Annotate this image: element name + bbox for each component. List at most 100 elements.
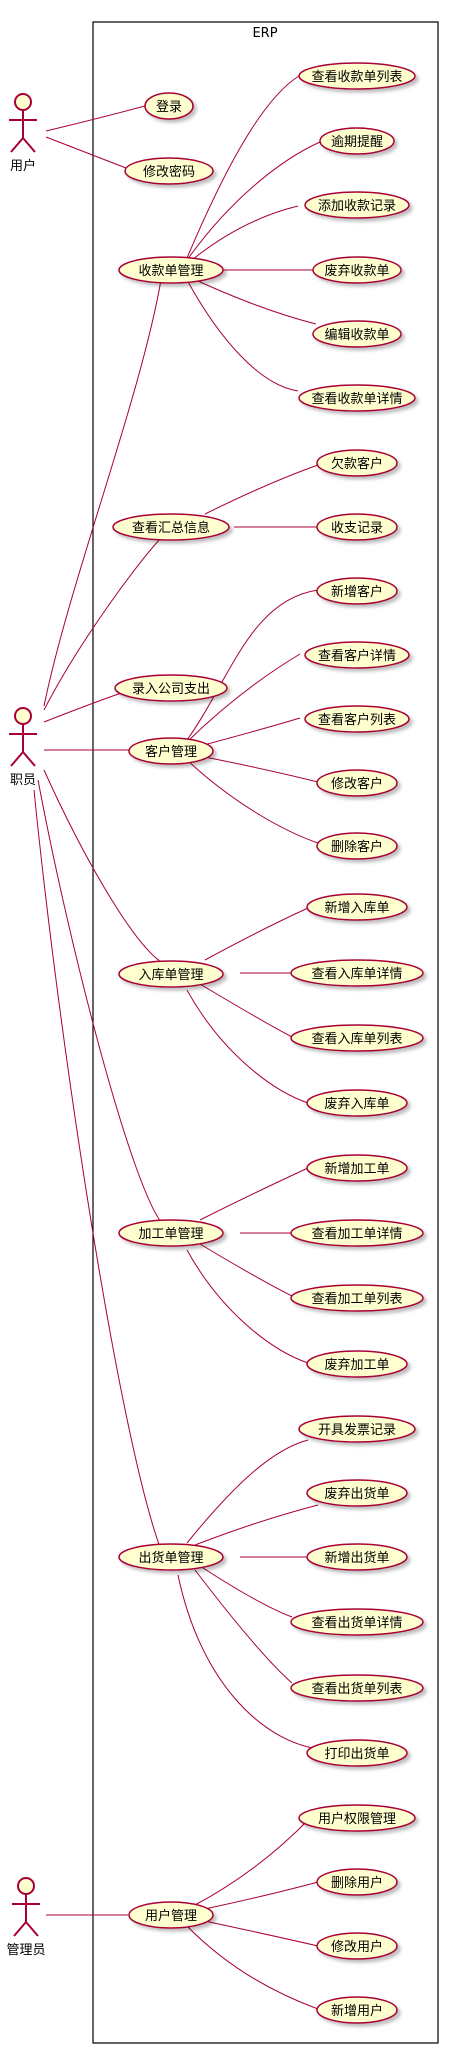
usecase-add-receipt-record-shape: [304, 191, 410, 219]
usecase-view-receipt-detail[interactable]: 查看收款单详情: [298, 384, 416, 412]
actor-admin-label: 管理员: [6, 1943, 45, 1958]
usecase-view-customer-detail[interactable]: 查看客户详情: [304, 641, 410, 669]
usecase-receipt-mgmt-label: 收款单管理: [138, 264, 203, 279]
usecase-view-customer-list-shape: [304, 705, 410, 733]
usecase-edit-customer-label: 修改客户: [331, 776, 383, 792]
usecase-add-customer[interactable]: 新增客户: [316, 577, 398, 605]
association-lines: [33, 75, 321, 2010]
line-outbound-list: [194, 1569, 293, 1684]
usecase-add-inbound-label: 新增入库单: [324, 900, 389, 916]
usecase-print-outbound-label: 打印出货单: [324, 1746, 389, 1762]
usecase-enter-company-expense[interactable]: 录入公司支出: [114, 674, 228, 702]
usecase-outbound-mgmt-shape: [118, 1543, 224, 1571]
usecase-login-label: 登录: [156, 100, 182, 115]
usecase-change-password[interactable]: 修改密码: [124, 157, 214, 185]
usecase-customer-mgmt-shape: [128, 737, 214, 765]
line-staff-outbound-mgmt: [33, 789, 162, 1551]
usecase-inbound-mgmt-shape: [118, 960, 224, 988]
usecase-view-inbound-list-label: 查看入库单列表: [311, 1031, 402, 1047]
usecase-customer-mgmt-label: 客户管理: [145, 744, 197, 760]
usecase-add-user[interactable]: 新增用户: [316, 1996, 398, 2024]
usecase-user-permission-mgmt-label: 用户权限管理: [318, 1811, 396, 1827]
usecase-overdue-reminder[interactable]: 逾期提醒: [319, 127, 395, 155]
line-usermgmt-add: [186, 1925, 319, 2010]
usecase-delete-user-shape: [316, 1868, 398, 1896]
usecase-view-receipt-list[interactable]: 查看收款单列表: [298, 62, 416, 90]
usecase-view-receipt-detail-label: 查看收款单详情: [311, 391, 402, 407]
usecase-view-customer-detail-label: 查看客户详情: [318, 648, 396, 664]
usecase-user-mgmt-label: 用户管理: [145, 1908, 197, 1924]
usecase-view-inbound-list[interactable]: 查看入库单列表: [290, 1024, 424, 1052]
usecase-customer-mgmt[interactable]: 客户管理: [128, 737, 214, 765]
usecase-view-outbound-detail[interactable]: 查看出货单详情: [290, 1608, 424, 1636]
actor-staff-head: [14, 707, 32, 725]
usecase-enter-company-expense-shape: [114, 674, 228, 702]
usecase-view-customer-list-label: 查看客户列表: [318, 712, 396, 728]
usecase-debtor-customers-label: 欠款客户: [331, 456, 383, 472]
line-usermgmt-permission: [194, 1817, 311, 1906]
usecase-outbound-mgmt-label: 出货单管理: [138, 1550, 203, 1566]
usecase-view-customer-list[interactable]: 查看客户列表: [304, 705, 410, 733]
usecase-issue-invoice-record-label: 开具发票记录: [318, 1422, 396, 1438]
usecase-inbound-mgmt[interactable]: 入库单管理: [118, 960, 224, 988]
usecase-income-expense-records[interactable]: 收支记录: [316, 513, 398, 541]
usecase-view-outbound-detail-shape: [290, 1608, 424, 1636]
usecase-discard-processing-label: 废弃加工单: [324, 1357, 389, 1373]
usecase-delete-user[interactable]: 删除用户: [316, 1868, 398, 1896]
usecase-view-processing-list[interactable]: 查看加工单列表: [290, 1284, 424, 1312]
usecase-add-processing-label: 新增加工单: [324, 1161, 389, 1177]
line-customer-list: [199, 717, 301, 747]
usecase-income-expense-records-label: 收支记录: [331, 521, 383, 536]
usecase-view-inbound-detail[interactable]: 查看入库单详情: [290, 959, 424, 987]
usecase-edit-user[interactable]: 修改用户: [316, 1932, 398, 1960]
usecase-add-processing[interactable]: 新增加工单: [306, 1154, 408, 1182]
usecase-overdue-reminder-label: 逾期提醒: [331, 134, 383, 150]
usecase-view-inbound-detail-label: 查看入库单详情: [311, 966, 402, 982]
usecase-issue-invoice-record[interactable]: 开具发票记录: [298, 1415, 416, 1443]
usecase-delete-customer-label: 删除客户: [331, 839, 383, 855]
usecase-processing-mgmt[interactable]: 加工单管理: [118, 1219, 224, 1247]
line-processing-add: [199, 1167, 309, 1221]
usecase-view-summary[interactable]: 查看汇总信息: [112, 513, 230, 541]
usecase-view-summary-shape: [112, 513, 230, 541]
usecase-edit-customer[interactable]: 修改客户: [316, 769, 398, 797]
usecase-receipt-mgmt-shape: [118, 256, 224, 284]
usecase-debtor-customers-shape: [316, 449, 398, 477]
usecase-delete-customer[interactable]: 删除客户: [316, 832, 398, 860]
usecase-edit-receipt[interactable]: 编辑收款单: [312, 320, 402, 348]
usecase-discard-outbound[interactable]: 废弃出货单: [306, 1479, 408, 1507]
usecase-add-user-shape: [316, 1996, 398, 2024]
usecase-view-inbound-detail-shape: [290, 959, 424, 987]
usecase-discard-receipt[interactable]: 废弃收款单: [312, 256, 402, 284]
usecase-view-processing-detail-shape: [290, 1219, 424, 1247]
usecase-view-summary-label: 查看汇总信息: [132, 520, 210, 536]
usecase-discard-processing[interactable]: 废弃加工单: [306, 1350, 408, 1378]
usecase-view-processing-list-shape: [290, 1284, 424, 1312]
line-receipt-view-list: [186, 75, 300, 259]
line-usermgmt-edit: [199, 1919, 319, 1947]
actor-staff-label: 职员: [10, 773, 36, 788]
usecase-discard-processing-shape: [306, 1350, 408, 1378]
line-customer-edit: [199, 755, 319, 783]
usecase-user-permission-mgmt[interactable]: 用户权限管理: [298, 1804, 416, 1832]
usecase-print-outbound[interactable]: 打印出货单: [306, 1739, 408, 1767]
usecase-user-mgmt-shape: [128, 1901, 214, 1929]
usecase-view-outbound-list[interactable]: 查看出货单列表: [290, 1674, 424, 1702]
usecase-discard-outbound-label: 废弃出货单: [324, 1486, 389, 1502]
usecase-add-receipt-record[interactable]: 添加收款记录: [304, 191, 410, 219]
usecase-add-inbound[interactable]: 新增入库单: [306, 893, 408, 921]
usecase-receipt-mgmt[interactable]: 收款单管理: [118, 256, 224, 284]
usecase-discard-inbound[interactable]: 废弃入库单: [306, 1089, 408, 1117]
usecase-inbound-mgmt-label: 入库单管理: [138, 967, 203, 983]
usecase-discard-outbound-shape: [306, 1479, 408, 1507]
usecase-edit-user-label: 修改用户: [331, 1939, 383, 1955]
usecase-view-customer-detail-shape: [304, 641, 410, 669]
line-outbound-print: [177, 1574, 319, 1750]
usecase-discard-receipt-shape: [312, 256, 402, 284]
usecase-user-mgmt[interactable]: 用户管理: [128, 1901, 214, 1929]
usecase-outbound-mgmt[interactable]: 出货单管理: [118, 1543, 224, 1571]
usecase-login[interactable]: 登录: [144, 92, 194, 120]
usecase-add-outbound[interactable]: 新增出货单: [306, 1543, 408, 1571]
usecase-view-processing-detail[interactable]: 查看加工单详情: [290, 1219, 424, 1247]
usecase-debtor-customers[interactable]: 欠款客户: [316, 449, 398, 477]
